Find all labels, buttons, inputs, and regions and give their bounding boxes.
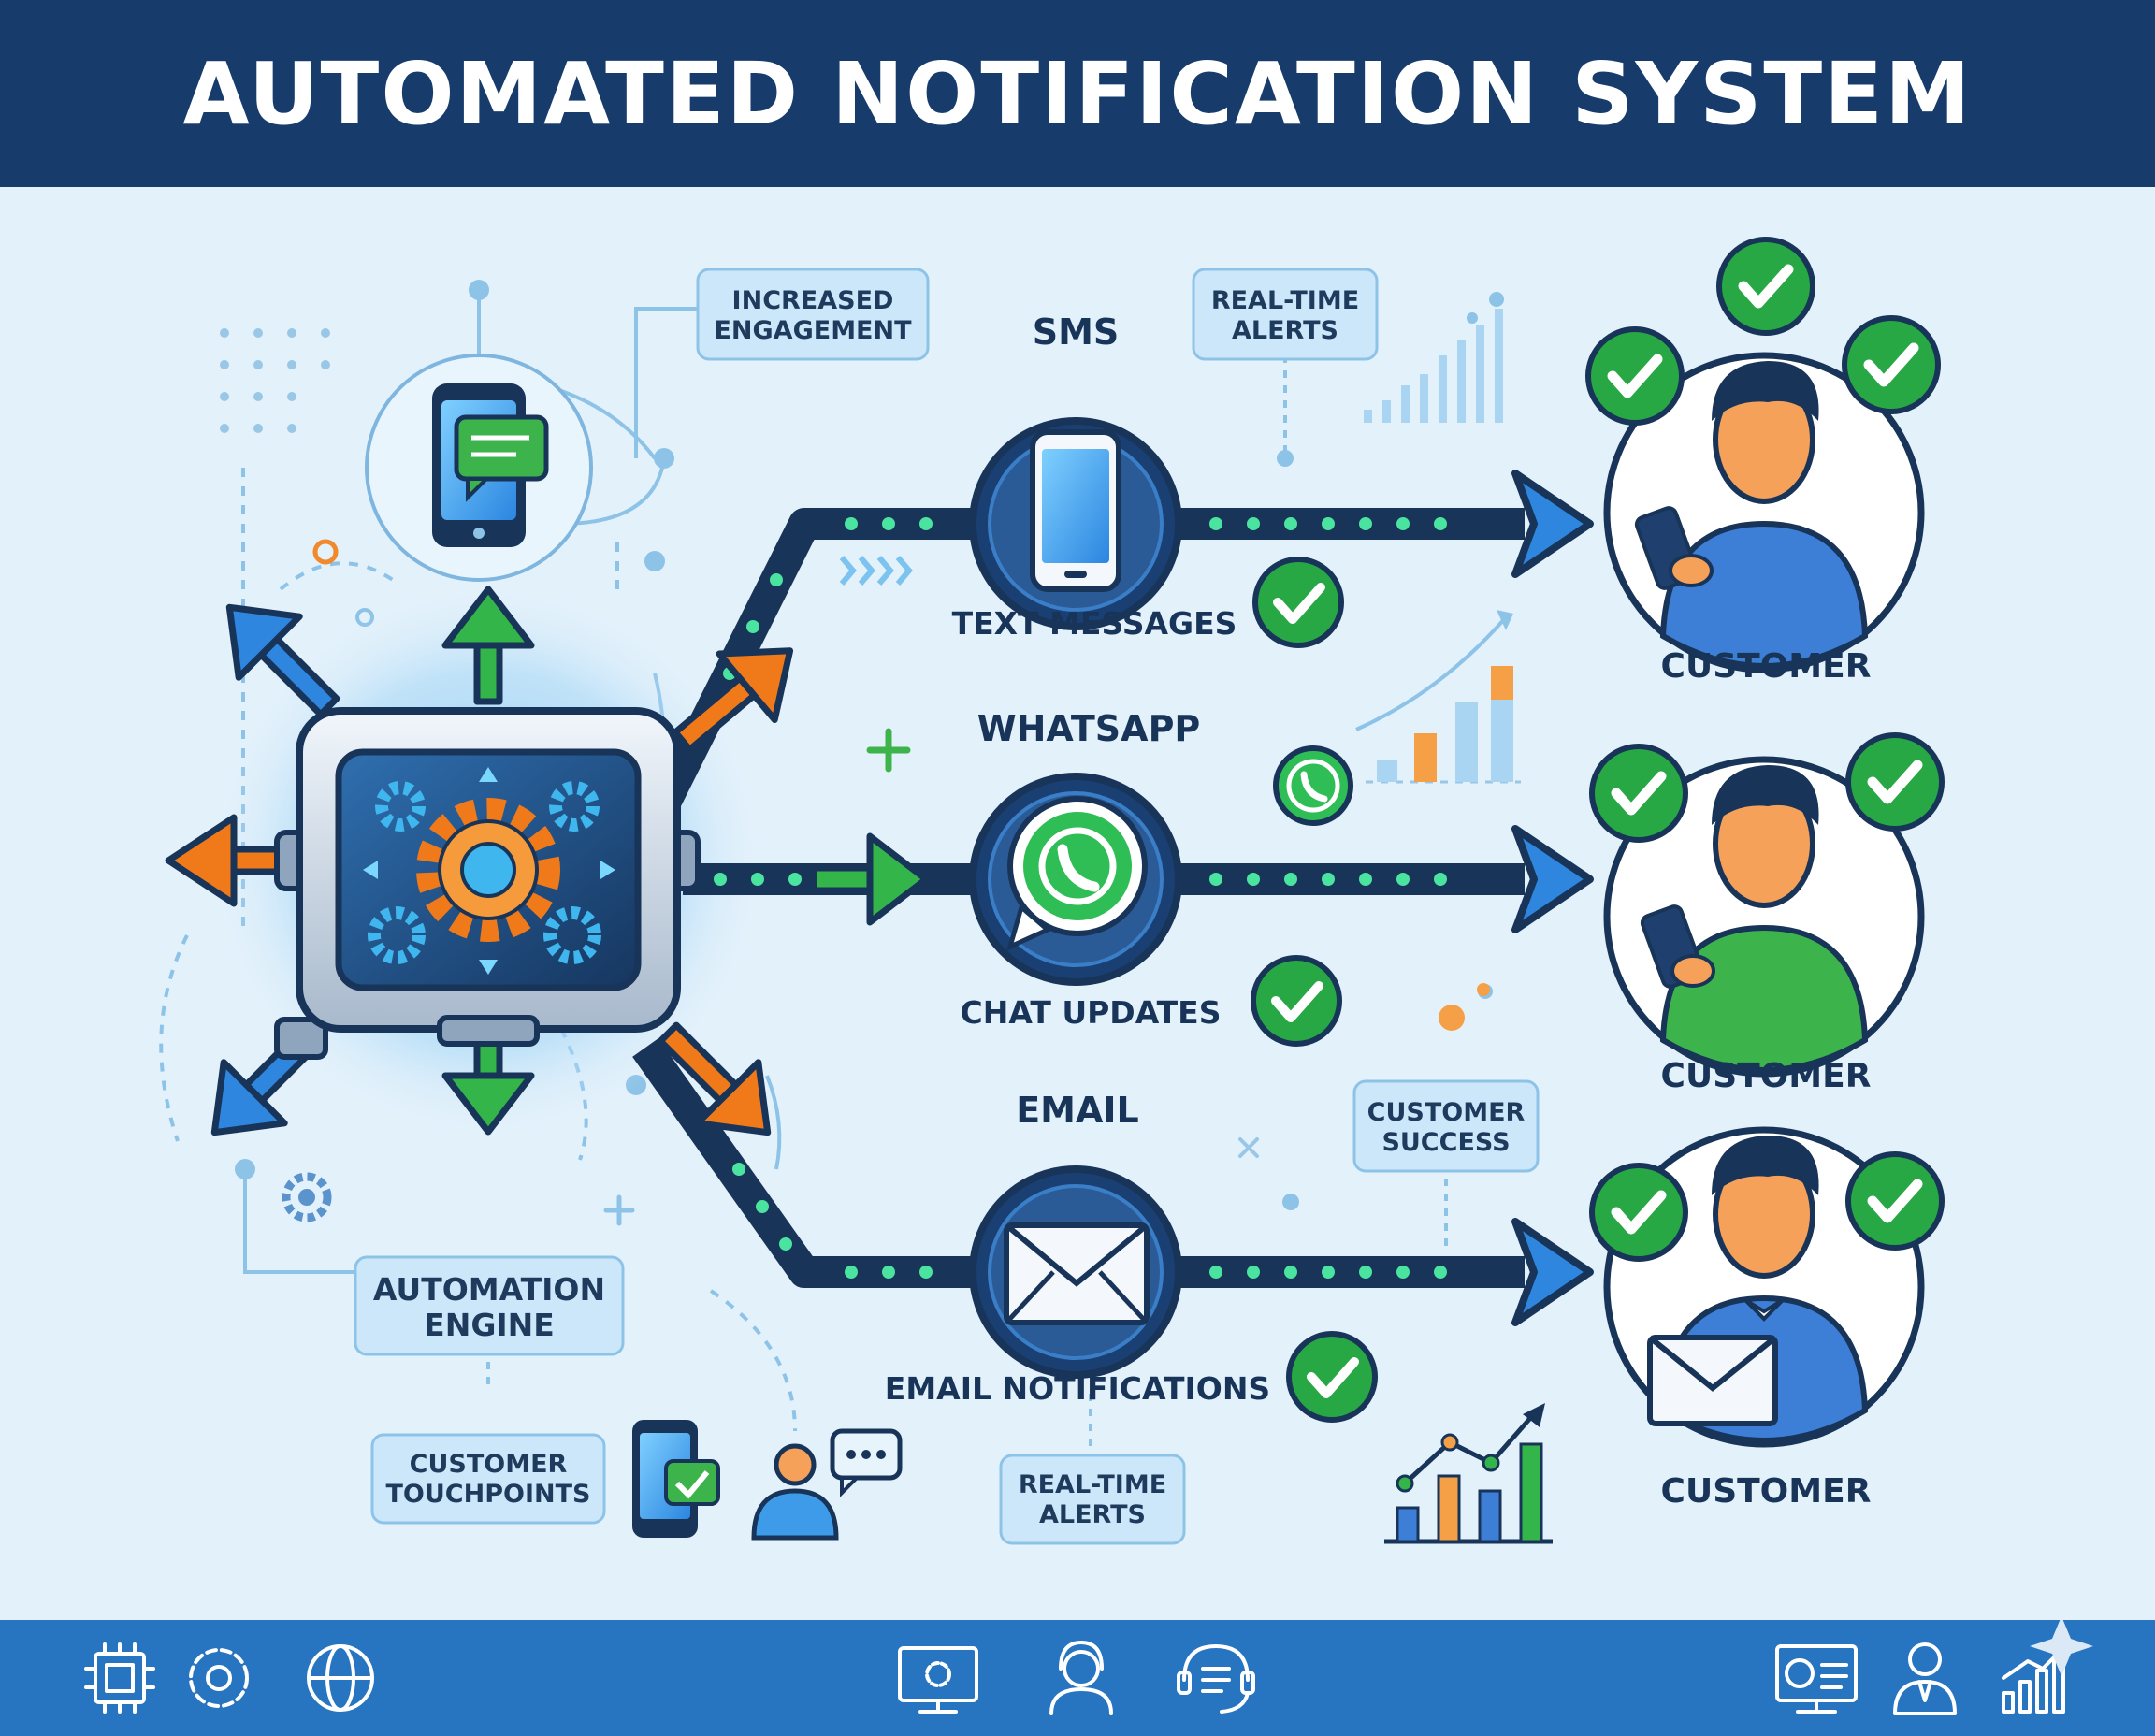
chevron-decoration [839,556,913,586]
envelope-held-icon [1647,1335,1778,1426]
box-real-time-alerts-bottom-line2: ALERTS [1039,1500,1146,1529]
box-real-time-alerts-top: REAL-TIME ALERTS [1192,268,1379,361]
gear-main-icon [416,798,560,942]
box-increased-engagement-line2: ENGAGEMENT [714,316,912,345]
arrow-right-green [810,832,930,926]
user-chat-icon [751,1428,903,1541]
mini-bar-chart-top [1364,309,1503,423]
box-real-time-alerts-bottom-line1: REAL-TIME [1019,1470,1166,1499]
customer-2: CUSTOMER [1589,732,1945,1095]
check-icon [1286,1331,1378,1423]
sparkle-icon [1238,1137,1259,1158]
orange-ring-decoration [312,539,339,565]
plus-small-icon [603,1194,635,1226]
gear-small-icon [368,781,601,964]
diagram-canvas: INCREASED ENGAGEMENT REAL-TIME ALERTS CU… [159,237,1945,1545]
customer-1: CUSTOMER [1585,237,1941,686]
whatsapp-small-icon [1273,745,1353,826]
globe-icon [307,1644,374,1712]
check-icon [1585,326,1685,426]
support-agent-icon [1049,1641,1113,1715]
orange-dot-decoration [1439,1005,1465,1031]
channel-sms: SMS TEXT MESSAGES [952,311,1344,648]
path-arrowheads [1511,470,1594,1326]
channel-email: EMAIL EMAIL NOTIFICATIONS [885,1090,1378,1423]
phone-check-icon [632,1420,720,1538]
automation-engine-device [274,707,701,1060]
header-banner: AUTOMATED NOTIFICATION SYSTEM [0,0,2155,187]
check-icon [1845,1151,1945,1251]
box-increased-engagement-line1: INCREASED [732,286,894,315]
check-icon [1251,955,1342,1047]
check-icon [1252,557,1344,648]
channel-sms-name: SMS [1033,311,1120,353]
envelope-icon [1004,1222,1150,1325]
mini-growth-chart-middle [1355,610,1521,784]
arrow-upleft-blue [225,603,340,718]
check-icon [1845,732,1945,832]
orange-dot-small-decoration [1477,983,1490,996]
small-gear-decoration-icon [282,1172,332,1222]
monitor-gear-icon [898,1646,978,1714]
check-icon [1589,744,1688,843]
hub-arrows [165,586,930,1136]
box-real-time-alerts-top-line2: ALERTS [1232,316,1338,345]
presentation-chart-icon [1775,1644,1858,1714]
box-customer-touchpoints-line1: CUSTOMER [410,1450,568,1479]
mobile-chat-icon [365,354,593,582]
gear-hand-icon [189,1648,249,1708]
plus-icon [866,728,911,773]
smartphone-icon [1030,429,1121,592]
channel-whatsapp: WHATSAPP CHAT UPDATES [961,708,1342,1047]
check-icon [1842,315,1941,414]
hub-label-line1: AUTOMATION [373,1271,605,1308]
customer-1-label: CUSTOMER [1661,647,1872,686]
box-real-time-alerts-top-line1: REAL-TIME [1211,286,1359,315]
hub-label-line2: ENGINE [424,1307,555,1343]
customer-3: CUSTOMER [1589,1126,1945,1511]
channel-whatsapp-name: WHATSAPP [977,708,1201,749]
customer-3-label: CUSTOMER [1661,1472,1872,1511]
arrow-up-green [441,586,535,705]
channel-whatsapp-caption: CHAT UPDATES [961,994,1222,1031]
box-automation-engine: AUTOMATION ENGINE [354,1255,625,1356]
dot-grid-decoration [220,328,330,433]
box-customer-success: CUSTOMER SUCCESS [1352,1079,1540,1173]
footer-icons [84,1620,2093,1715]
businessman-icon [1893,1642,1957,1715]
whatsapp-icon [1006,796,1148,951]
arrow-upright-orange [672,647,794,753]
hub-direction-ticks [363,767,615,975]
sparkle-logo-icon [2030,1620,2093,1676]
cpu-icon [84,1642,155,1714]
box-customer-success-line1: CUSTOMER [1367,1098,1526,1127]
check-icon [1716,237,1815,336]
channel-email-caption: EMAIL NOTIFICATIONS [885,1370,1270,1407]
check-icon [1589,1163,1688,1262]
arrow-downright-orange [657,1021,772,1136]
box-real-time-alerts-bottom: REAL-TIME ALERTS [999,1454,1186,1545]
box-customer-success-line2: SUCCESS [1381,1128,1510,1157]
customer-2-label: CUSTOMER [1661,1057,1872,1095]
channel-sms-caption: TEXT MESSAGES [952,605,1237,642]
arrow-left-orange [165,814,303,907]
mini-growth-chart-bottom [1384,1403,1553,1544]
box-increased-engagement: INCREASED ENGAGEMENT [696,268,930,361]
box-customer-touchpoints: CUSTOMER TOUCHPOINTS [370,1433,606,1525]
channel-path-dots [714,517,1447,1279]
channel-email-name: EMAIL [1016,1090,1139,1131]
box-customer-touchpoints-line2: TOUCHPOINTS [386,1480,591,1509]
headset-chat-icon [1177,1644,1255,1714]
page-title: AUTOMATED NOTIFICATION SYSTEM [182,43,1973,144]
footer-bar [0,1620,2155,1736]
